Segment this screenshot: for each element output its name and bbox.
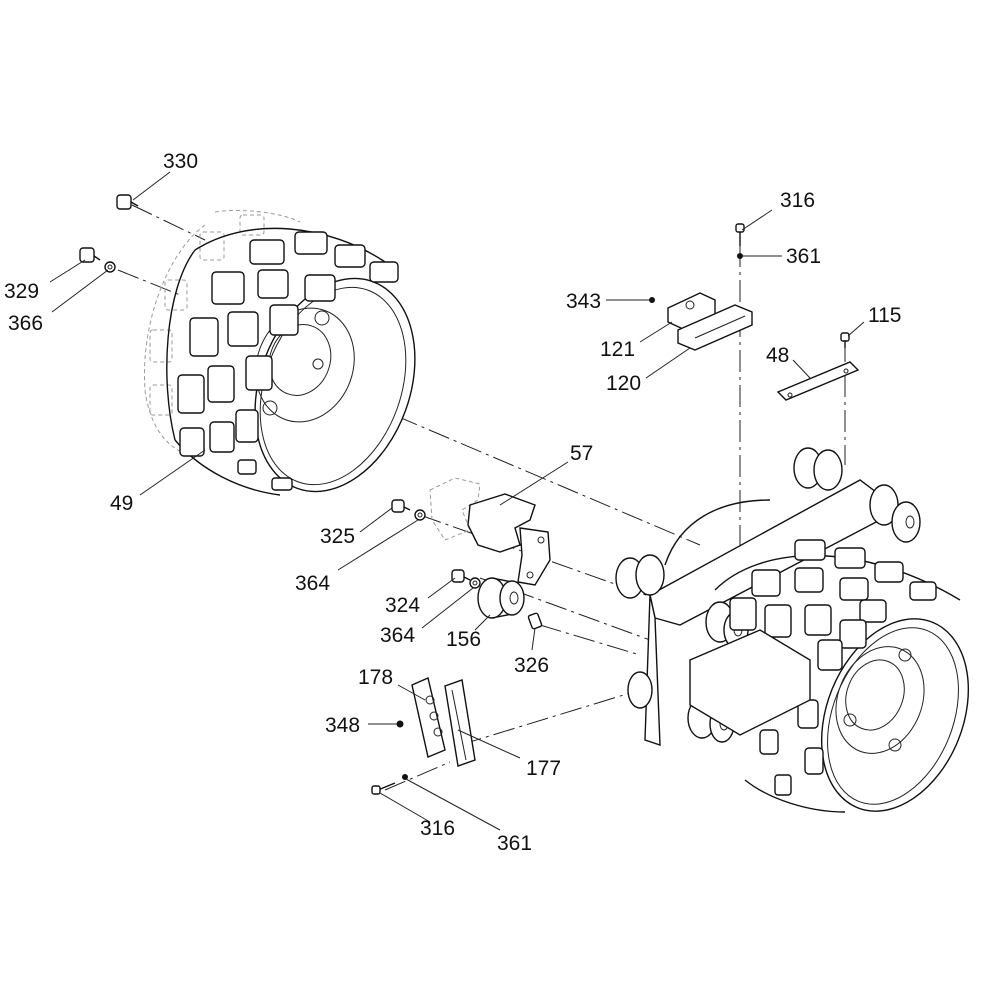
callout-316-upper: 316	[780, 189, 815, 212]
washer-364-lower	[469, 577, 481, 589]
screw-329	[79, 247, 101, 263]
callout-364-lower: 364	[380, 624, 415, 647]
ball-361-upper	[737, 253, 743, 259]
callout-57: 57	[570, 442, 593, 465]
callout-labels: 330 329 366 49 316 361 343 121 120 115 4…	[4, 150, 901, 855]
screw-115	[840, 332, 850, 348]
callout-330: 330	[163, 150, 198, 173]
tire-ring-49	[143, 210, 416, 496]
callout-324: 324	[385, 594, 420, 617]
pin-326	[527, 612, 543, 630]
callout-316-lower: 316	[420, 817, 455, 840]
callout-115: 115	[868, 304, 901, 327]
callout-325: 325	[320, 525, 355, 548]
screw-330	[116, 194, 139, 210]
clamp-120	[677, 304, 753, 351]
ball-348	[396, 720, 404, 728]
callout-121: 121	[600, 338, 635, 361]
roller-156	[477, 577, 525, 619]
callout-348: 348	[325, 714, 360, 737]
callout-49: 49	[110, 492, 133, 515]
leader-lines	[49, 171, 865, 831]
callout-48: 48	[766, 344, 789, 367]
ball-361-lower	[402, 774, 408, 780]
callout-361-upper: 361	[786, 245, 821, 268]
callout-361-lower: 361	[497, 832, 532, 855]
plate-48	[776, 361, 860, 401]
callout-178: 178	[358, 666, 393, 689]
callout-156: 156	[446, 628, 481, 651]
callout-326: 326	[514, 654, 549, 677]
main-assembly	[615, 447, 970, 813]
callout-120: 120	[606, 372, 641, 395]
washer-364-upper	[414, 509, 426, 521]
screw-316-upper	[735, 223, 745, 246]
screw-324	[451, 569, 471, 583]
washer-366	[104, 261, 116, 273]
drum-tread-blocks	[729, 539, 937, 796]
clamp-plate-178	[411, 677, 446, 758]
callout-329: 329	[4, 280, 39, 303]
bracket-57	[429, 477, 551, 586]
screw-316-lower	[371, 782, 396, 795]
screw-325	[391, 499, 411, 513]
tread-blocks	[177, 231, 399, 491]
ball-343	[649, 297, 655, 303]
center-lines	[117, 204, 846, 791]
callout-343: 343	[566, 290, 601, 313]
clamp-plate-177	[444, 679, 476, 767]
callout-177: 177	[526, 757, 561, 780]
callout-364-upper: 364	[295, 572, 330, 595]
callout-366: 366	[8, 312, 43, 335]
